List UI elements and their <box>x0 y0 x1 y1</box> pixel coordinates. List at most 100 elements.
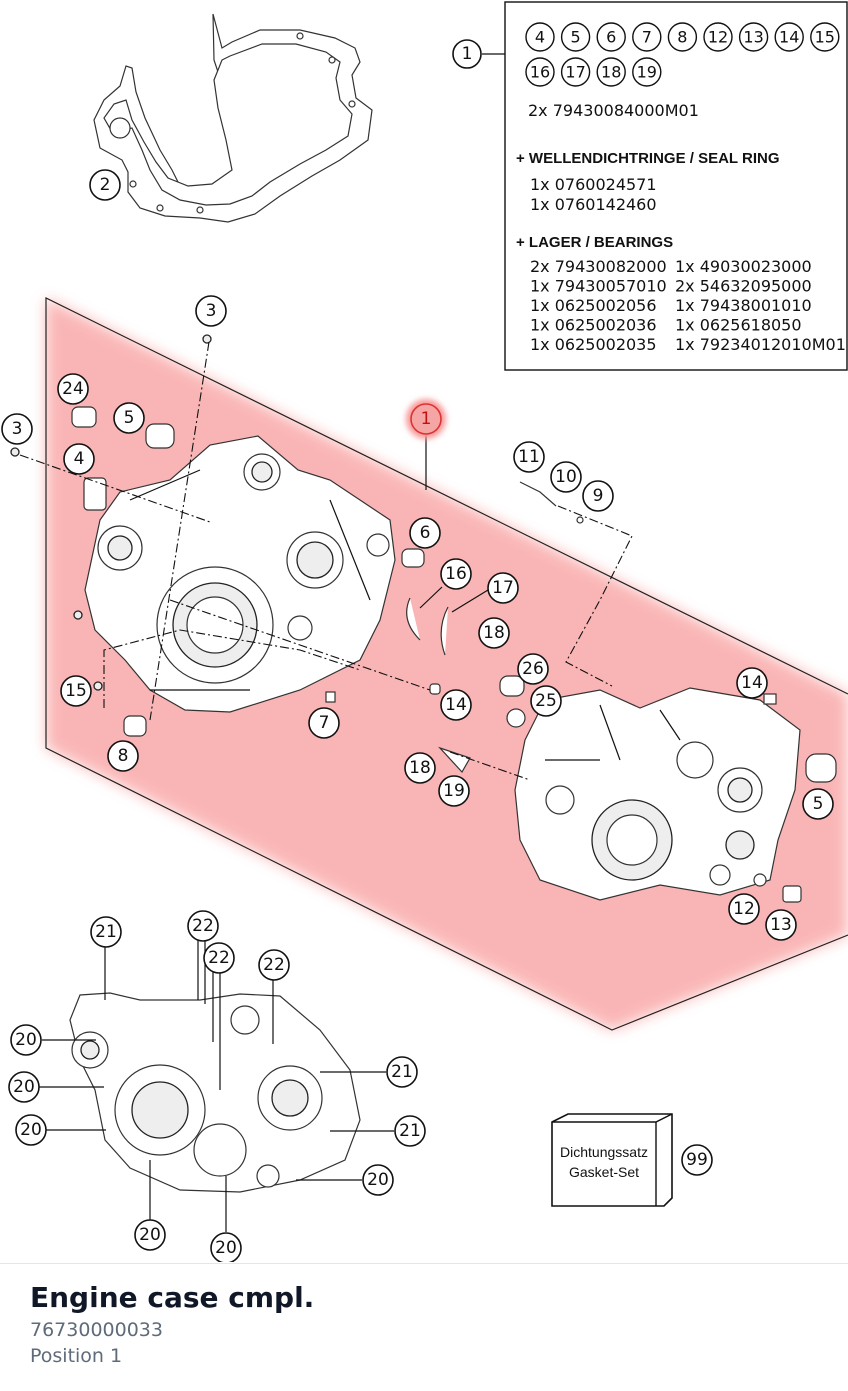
legend-part-14[interactable]: 14 <box>774 22 804 52</box>
callout-gasket_set[interactable]: 99 <box>681 1144 713 1176</box>
legend-part-6[interactable]: 6 <box>596 22 626 52</box>
legend-part-8[interactable]: 8 <box>667 22 698 52</box>
svg-text:5: 5 <box>813 794 824 814</box>
svg-text:20: 20 <box>20 1120 42 1140</box>
callout-item14a[interactable]: 14 <box>440 689 472 721</box>
callout-bush5_right[interactable]: 5 <box>802 788 834 820</box>
callout-b20_c[interactable]: 20 <box>15 1114 47 1146</box>
callout-b21_top[interactable]: 21 <box>90 916 122 948</box>
bearings-heading: + LAGER / BEARINGS <box>516 234 673 251</box>
bearing-part-line: 1x 79234012010M01 <box>675 335 846 354</box>
svg-text:4: 4 <box>74 449 85 469</box>
callout-b20_r[interactable]: 20 <box>362 1164 394 1196</box>
callout-item12[interactable]: 12 <box>728 893 760 925</box>
left-case-half[interactable] <box>84 435 396 713</box>
svg-text:22: 22 <box>208 948 230 968</box>
svg-text:15: 15 <box>65 681 87 701</box>
svg-text:20: 20 <box>15 1030 37 1050</box>
callout-item16[interactable]: 16 <box>440 558 472 590</box>
svg-text:21: 21 <box>399 1121 421 1141</box>
callout-item8[interactable]: 8 <box>107 740 139 772</box>
svg-text:8: 8 <box>677 28 687 47</box>
callout-item18a[interactable]: 18 <box>478 617 510 649</box>
case-inner-view[interactable] <box>69 992 361 1193</box>
callout-bush5_left[interactable]: 5 <box>113 402 145 434</box>
legend-part-5[interactable]: 5 <box>560 22 591 52</box>
legend-part-18[interactable]: 18 <box>596 57 626 87</box>
legend-part-7[interactable]: 7 <box>632 22 662 52</box>
gasket-set-box[interactable]: Dichtungssatz Gasket-Set <box>551 1113 673 1207</box>
legend-part-13[interactable]: 13 <box>738 22 769 52</box>
callout-b21_r1[interactable]: 21 <box>386 1056 418 1088</box>
callout-item14b[interactable]: 14 <box>736 667 768 699</box>
svg-text:2: 2 <box>100 175 111 195</box>
callout-b22_a[interactable]: 22 <box>187 910 219 942</box>
svg-text:14: 14 <box>779 28 799 47</box>
callout-bush4[interactable]: 4 <box>63 443 95 475</box>
svg-text:21: 21 <box>391 1062 413 1082</box>
bearing-part-line: 2x 54632095000 <box>675 277 812 296</box>
svg-text:5: 5 <box>571 28 581 47</box>
callout-item6[interactable]: 6 <box>409 517 441 549</box>
callout-screw_top[interactable]: 3 <box>195 295 227 327</box>
callout-b22_b[interactable]: 22 <box>203 942 235 974</box>
legend-part-16[interactable]: 16 <box>525 57 555 87</box>
callout-item11[interactable]: 11 <box>513 441 545 473</box>
gasket-set-label-en: Gasket-Set <box>569 1164 639 1180</box>
callout-b20_b[interactable]: 20 <box>8 1071 40 1103</box>
svg-text:15: 15 <box>815 28 835 47</box>
svg-text:26: 26 <box>522 659 544 679</box>
callout-item17[interactable]: 17 <box>487 572 519 604</box>
svg-text:22: 22 <box>192 916 214 936</box>
svg-text:18: 18 <box>409 758 431 778</box>
callout-item26[interactable]: 26 <box>517 653 549 685</box>
callout-item18b[interactable]: 18 <box>404 752 436 784</box>
callout-item19[interactable]: 19 <box>438 775 470 807</box>
callout-item25[interactable]: 25 <box>530 685 562 717</box>
leader-lines <box>419 434 489 613</box>
svg-text:14: 14 <box>741 673 763 693</box>
seal-line: 1x 0760024571 <box>530 175 657 194</box>
bearing-part-line: 1x 0625618050 <box>675 316 802 335</box>
legend-part-15[interactable]: 15 <box>810 22 840 52</box>
callout-item15[interactable]: 15 <box>60 675 92 707</box>
right-case-half[interactable] <box>514 687 801 901</box>
callout-b22_c[interactable]: 22 <box>258 949 290 981</box>
callout-item13[interactable]: 13 <box>765 909 797 941</box>
part-position: Position 1 <box>30 1345 123 1367</box>
callout-b21_r2[interactable]: 21 <box>394 1115 426 1147</box>
callout-b20_a[interactable]: 20 <box>10 1024 42 1056</box>
legend-part-12[interactable]: 12 <box>703 22 733 52</box>
bearing-part-line: 1x 79430057010 <box>530 277 667 296</box>
legend-callout-1[interactable]: 1 <box>452 39 482 69</box>
callout-item9[interactable]: 9 <box>582 480 614 512</box>
svg-text:7: 7 <box>319 713 330 733</box>
legend-part-19[interactable]: 19 <box>632 57 662 87</box>
svg-text:5: 5 <box>124 408 135 428</box>
svg-text:19: 19 <box>443 781 465 801</box>
svg-text:17: 17 <box>565 63 585 82</box>
callout-plug24[interactable]: 24 <box>57 373 89 405</box>
legend-part-4[interactable]: 4 <box>525 22 555 52</box>
callout-gasket[interactable]: 2 <box>89 169 121 201</box>
svg-text:99: 99 <box>686 1150 708 1170</box>
callout-item10[interactable]: 10 <box>550 461 582 493</box>
svg-text:20: 20 <box>215 1238 237 1258</box>
bearing-part-line: 1x 0625002036 <box>530 316 657 335</box>
callout-screw_left[interactable]: 3 <box>1 413 33 445</box>
callout-item7[interactable]: 7 <box>308 707 340 739</box>
bottom-leader-lines <box>38 940 394 1232</box>
svg-text:20: 20 <box>13 1077 35 1097</box>
legend-part-17[interactable]: 17 <box>560 57 591 87</box>
callout-selected[interactable]: 1 <box>410 403 442 435</box>
part-title: Engine case cmpl. <box>30 1281 315 1314</box>
callout-b20_bl[interactable]: 20 <box>134 1219 166 1251</box>
assembly-lines <box>19 341 633 781</box>
callout-b20_bm[interactable]: 20 <box>210 1232 242 1262</box>
svg-text:11: 11 <box>518 447 540 467</box>
bearing-part-line: 1x 79438001010 <box>675 296 812 315</box>
bearing-part-line: 1x 0625002035 <box>530 335 657 354</box>
svg-text:12: 12 <box>733 899 755 919</box>
gasket-drawing[interactable] <box>93 13 373 223</box>
